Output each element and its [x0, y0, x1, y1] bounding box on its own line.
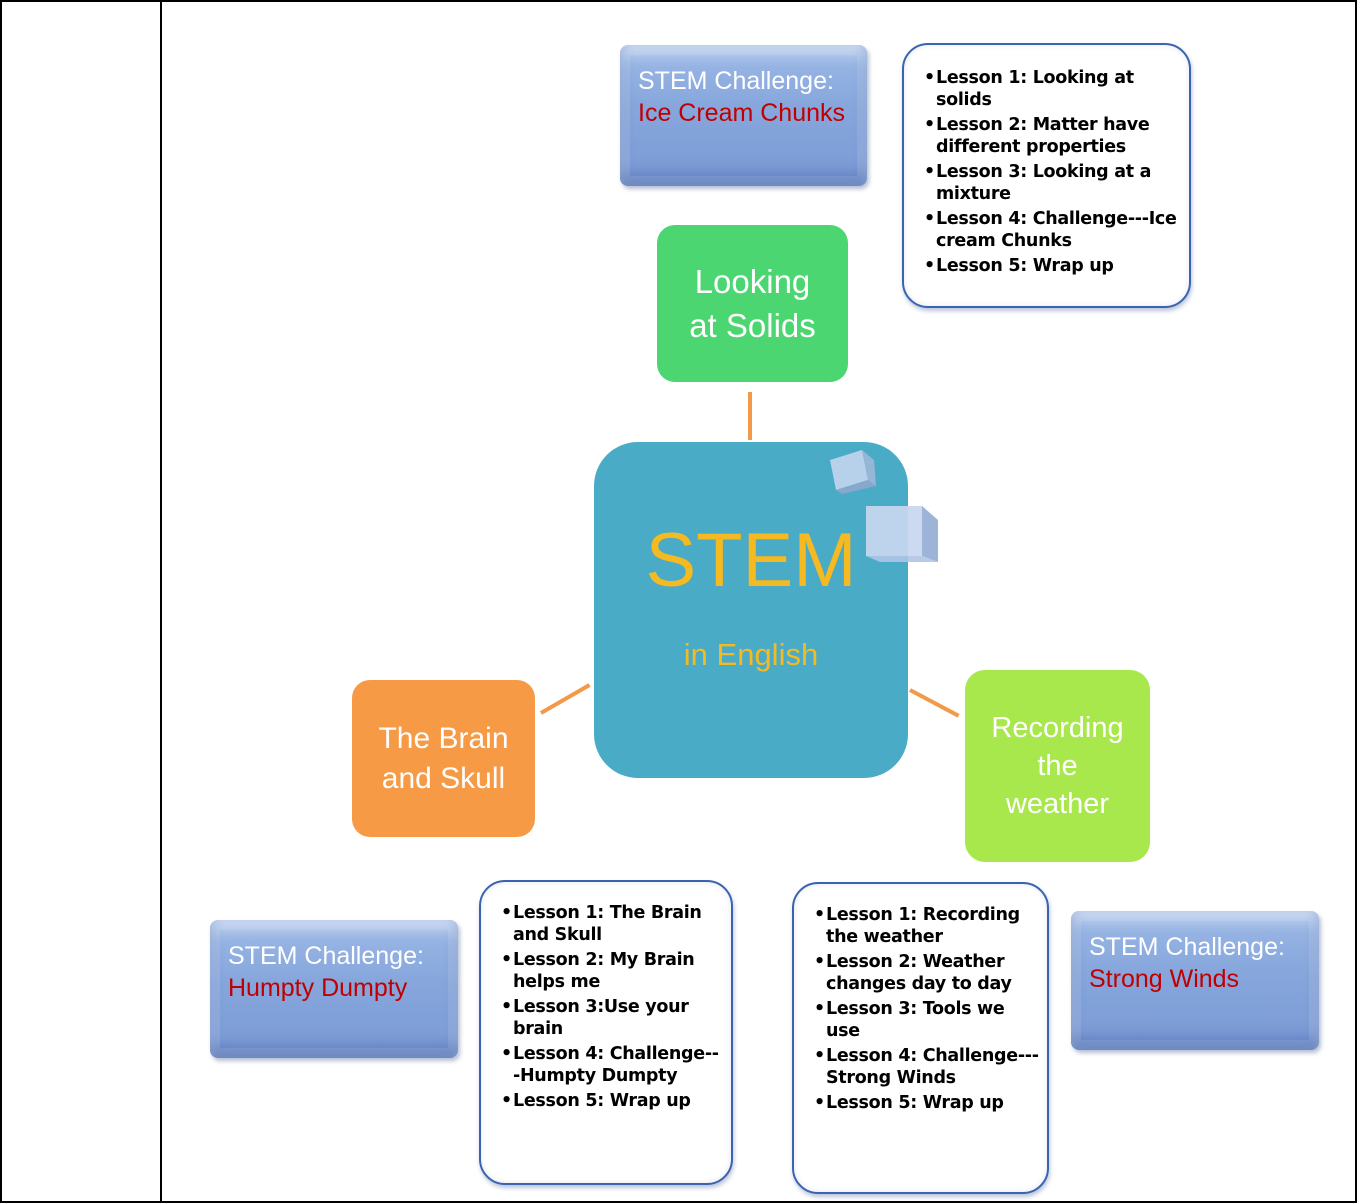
challenge-humpty: STEM Challenge: Humpty Dumpty [210, 920, 458, 1058]
lesson-item: Lesson 3: Tools we use [814, 998, 1039, 1042]
challenge-name: Humpty Dumpty [228, 974, 408, 1002]
lesson-item: Lesson 3: Looking at a mixture [924, 161, 1181, 205]
topic-weather-line-2: the [1037, 750, 1078, 782]
topic-solids-line-1: Looking [694, 262, 811, 300]
challenge-label: STEM Challenge: [638, 67, 834, 95]
lesson-item: Lesson 3:Use your brain [501, 996, 723, 1040]
topic-weather: Recording the weather [965, 670, 1150, 862]
lesson-item: Lesson 4: Challenge---Ice cream Chunks [924, 208, 1181, 252]
topic-solids: Looking at Solids [657, 225, 848, 382]
lesson-item: Lesson 1: Looking at solids [924, 67, 1181, 111]
lesson-item: Lesson 1: The Brain and Skull [501, 902, 723, 946]
challenge-ice-cream: STEM Challenge: Ice Cream Chunks [620, 45, 867, 186]
challenge-label: STEM Challenge: [1089, 933, 1285, 961]
table-left-border [0, 0, 2, 1203]
challenge-strong-winds: STEM Challenge: Strong Winds [1071, 911, 1319, 1050]
topic-brain: The Brain and Skull [352, 680, 535, 837]
cube-decoration-large [866, 506, 938, 562]
challenge-name: Ice Cream Chunks [638, 99, 846, 127]
challenge-name: Strong Winds [1089, 965, 1240, 993]
lesson-item: Lesson 1: Recording the weather [814, 904, 1039, 948]
center-node: STEM in English [594, 442, 908, 778]
center-title: STEM [645, 518, 857, 603]
center-subtitle: in English [683, 637, 819, 672]
connector-solids [748, 392, 752, 440]
lesson-item: Lesson 2: Matter have different properti… [924, 114, 1181, 158]
challenge-label: STEM Challenge: [228, 942, 424, 970]
topic-brain-line-1: The Brain [378, 721, 509, 755]
lesson-list-brain: Lesson 1: The Brain and Skull Lesson 2: … [479, 880, 733, 1185]
lesson-item: Lesson 4: Challenge---Humpty Dumpty [501, 1043, 723, 1087]
topic-brain-line-2: and Skull [381, 761, 506, 795]
lesson-list-solids: Lesson 1: Looking at solids Lesson 2: Ma… [902, 43, 1191, 308]
table-column-divider [160, 0, 162, 1203]
topic-solids-line-2: at Solids [689, 306, 816, 344]
lesson-item: Lesson 2: Weather changes day to day [814, 951, 1039, 995]
lesson-list-weather: Lesson 1: Recording the weather Lesson 2… [792, 882, 1049, 1194]
lesson-item: Lesson 5: Wrap up [814, 1092, 1039, 1114]
topic-weather-line-3: weather [1005, 788, 1110, 820]
table-bottom-border [0, 1201, 1357, 1203]
table-top-border [0, 0, 1357, 2]
lesson-item: Lesson 5: Wrap up [924, 255, 1181, 277]
lesson-item: Lesson 4: Challenge---Strong Winds [814, 1045, 1039, 1089]
cube-decoration-small [830, 450, 876, 494]
topic-weather-line-1: Recording [991, 712, 1124, 744]
lesson-item: Lesson 2: My Brain helps me [501, 949, 723, 993]
lesson-item: Lesson 5: Wrap up [501, 1090, 723, 1112]
table-right-border [1355, 0, 1357, 1203]
